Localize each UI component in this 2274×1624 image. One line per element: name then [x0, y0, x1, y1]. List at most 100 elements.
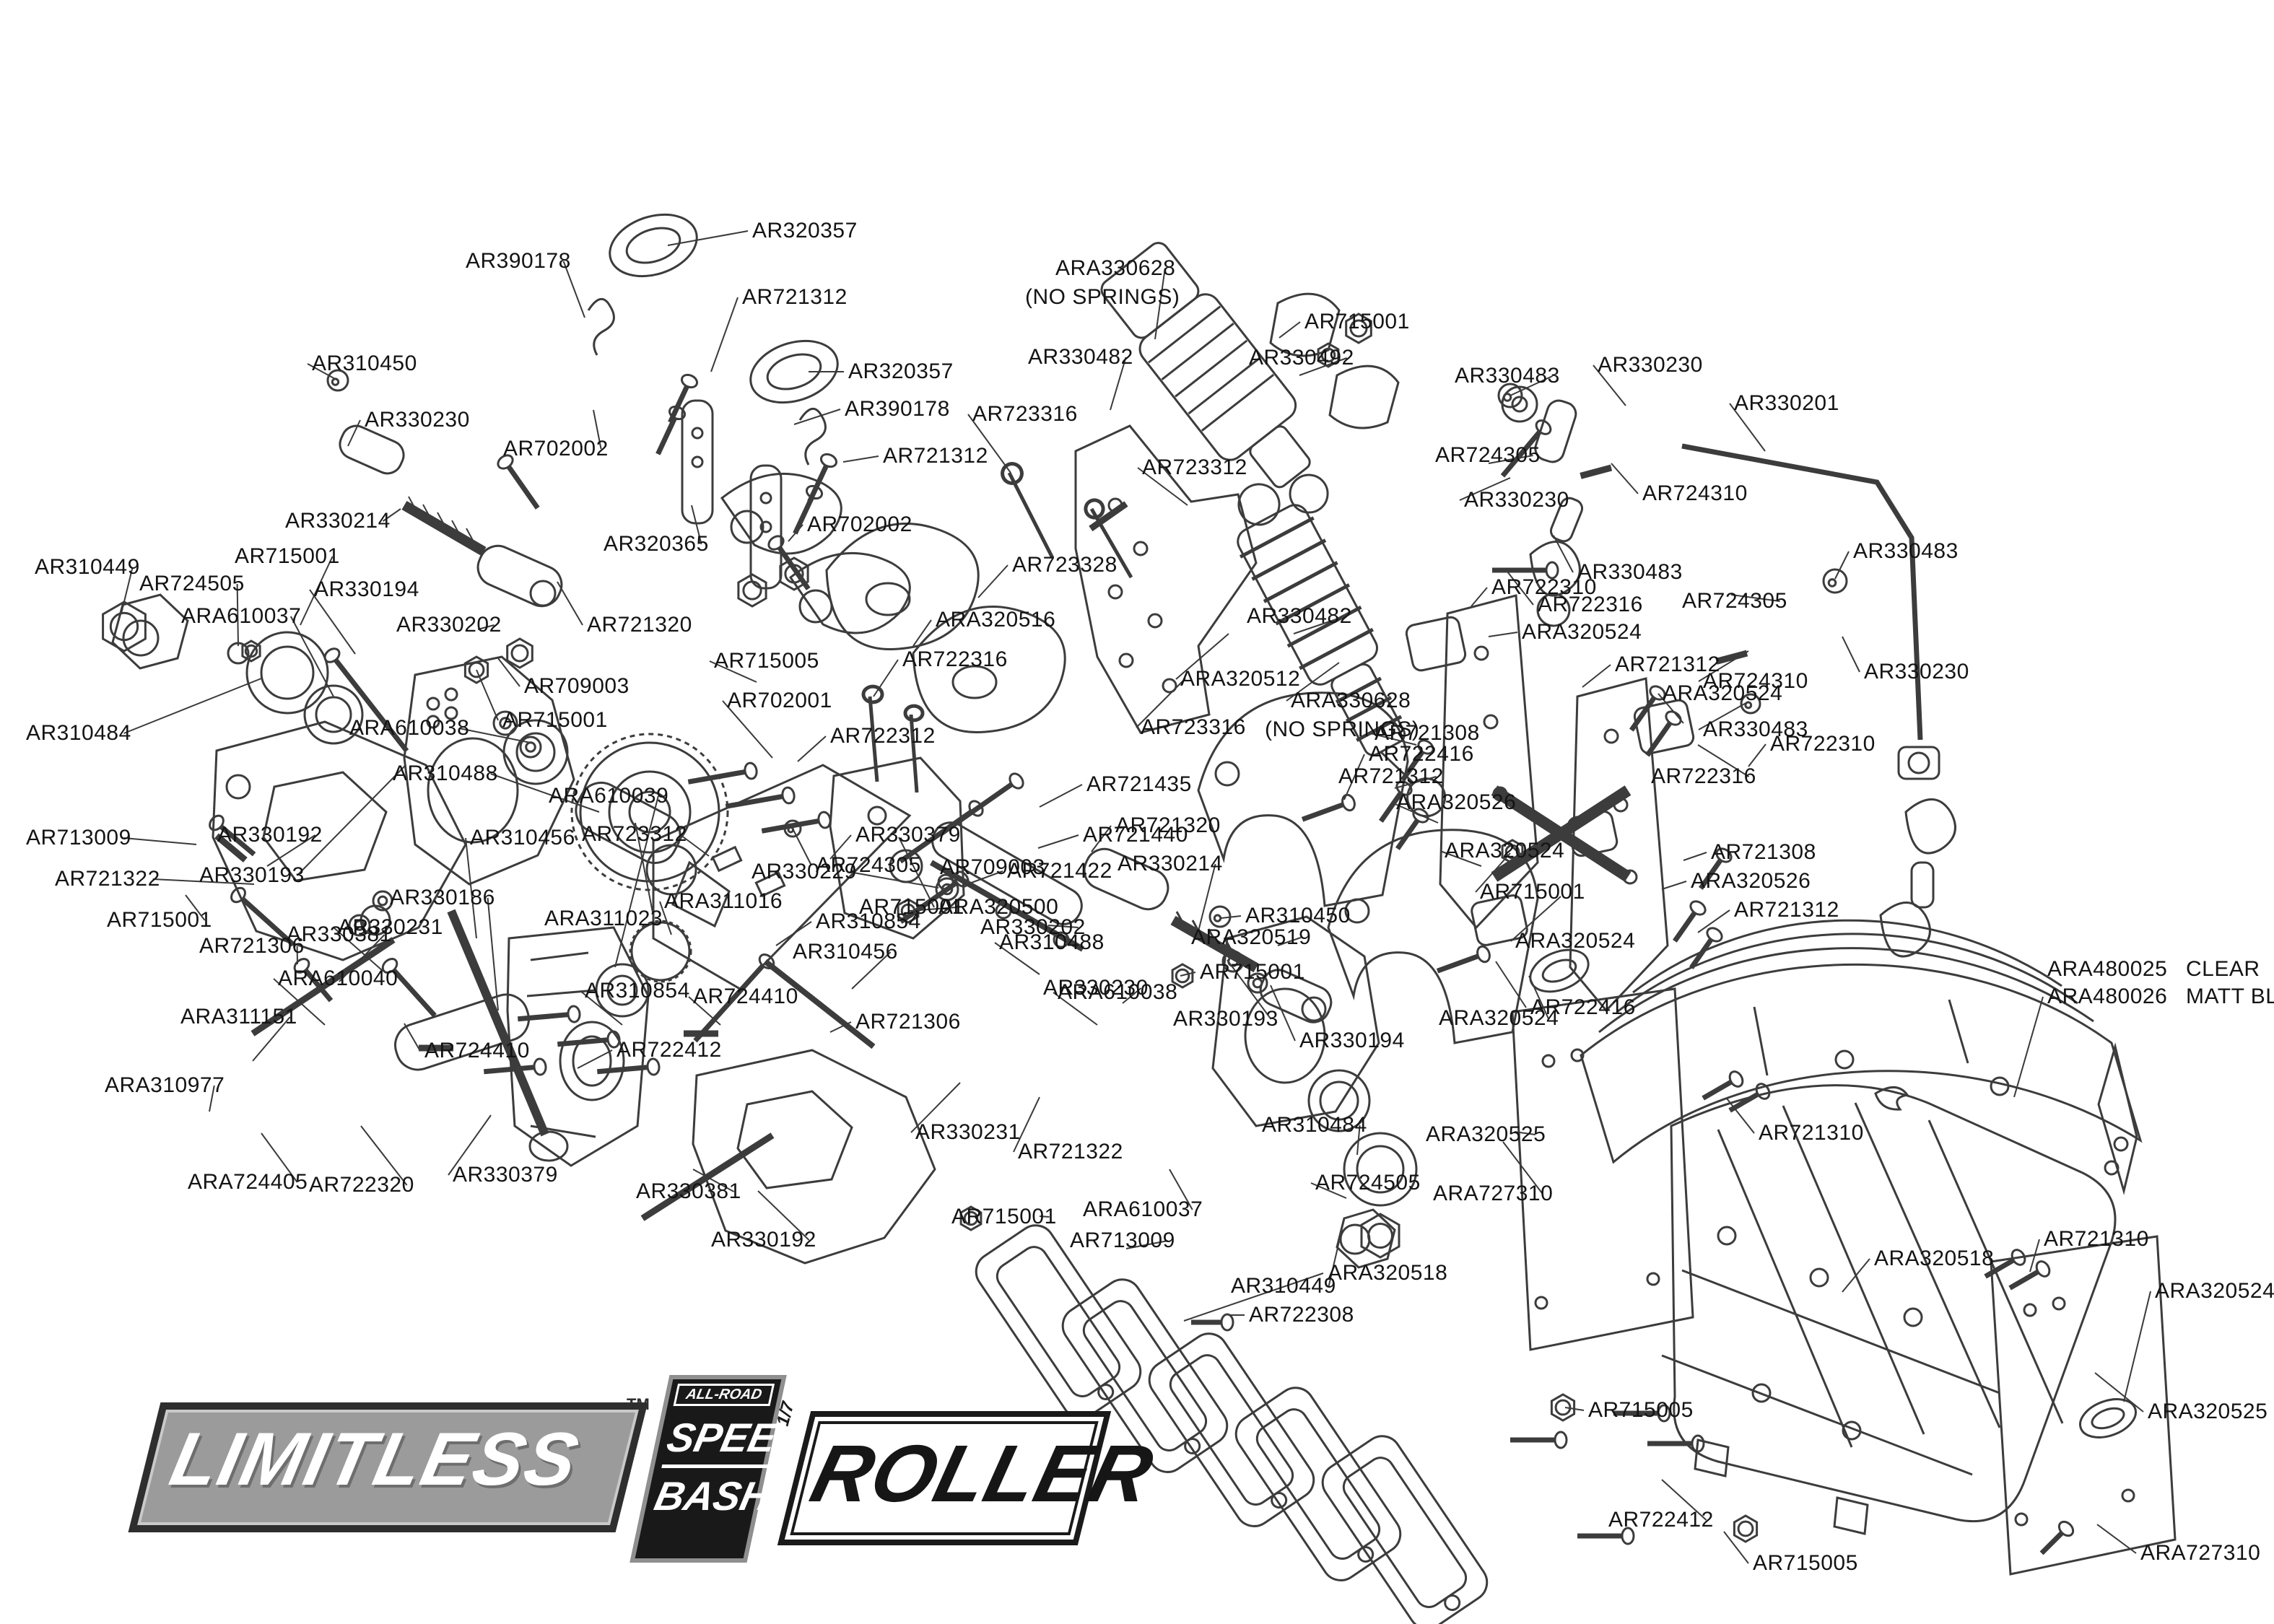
- ball-hole-glyph: [1744, 701, 1753, 710]
- leader-line: [1047, 925, 1079, 928]
- part-label: AR330202: [980, 915, 1086, 939]
- nut-hole-glyph: [1504, 844, 1520, 860]
- part-label: AR310456: [470, 826, 575, 850]
- ball-hole-glyph: [1827, 578, 1837, 588]
- leader-line: [360, 1125, 408, 1186]
- leader-line: [339, 934, 385, 982]
- leader-line: [1037, 834, 1079, 849]
- part-label: ARA610038: [1058, 980, 1178, 1004]
- part-label: ARA610037: [1083, 1197, 1203, 1221]
- part-label: AR721312: [1734, 898, 1839, 922]
- part-label: AR715001: [1200, 960, 1305, 984]
- screw-glyph: [293, 958, 334, 1003]
- leader-line: [2096, 1524, 2137, 1554]
- part-label: AR310484: [1262, 1113, 1367, 1137]
- leader-line: [1053, 992, 1098, 1026]
- leader-line: [1723, 1531, 1749, 1564]
- leader-line: [710, 297, 739, 372]
- screw-glyph: [483, 1057, 547, 1076]
- nut-hole-glyph: [1320, 347, 1336, 363]
- nut-glyph: [1733, 1514, 1759, 1543]
- leader-line: [1039, 784, 1083, 808]
- leader-line: [266, 834, 316, 867]
- leader-line: [347, 419, 361, 447]
- leader-line: [1729, 403, 1766, 452]
- screw-glyph: [2008, 1260, 2051, 1291]
- part-label: AR310488: [999, 930, 1105, 954]
- part-label: ARA320524: [1445, 839, 1565, 863]
- leader-line: [1198, 863, 1216, 932]
- screw-glyph: [1395, 808, 1429, 850]
- nut-glyph: [463, 655, 489, 684]
- nut-hole-glyph: [468, 661, 485, 678]
- screw-glyph: [230, 886, 295, 947]
- part-label: ARA724405: [188, 1170, 308, 1194]
- leader-line: [300, 556, 334, 626]
- part-label: ARA320500: [938, 895, 1059, 919]
- part-label: AR723328: [1012, 553, 1118, 577]
- part-label: AR722310: [1770, 732, 1876, 756]
- part-label: AR724410: [424, 1039, 530, 1062]
- nut-glyph: [1171, 963, 1194, 989]
- leader-line: [1582, 664, 1611, 688]
- leader-line: [1169, 1169, 1193, 1210]
- part-label: AR715001: [502, 708, 608, 732]
- part-label: ARA320525: [1426, 1122, 1546, 1146]
- leader-line: [383, 508, 401, 522]
- leader-line: [1495, 961, 1527, 1008]
- screw-glyph: [596, 1057, 661, 1076]
- part-label: ARA320525: [2148, 1400, 2268, 1423]
- part-label: AR721322: [55, 867, 160, 891]
- leader-line: [1270, 985, 1296, 1042]
- part-label: AR702002: [807, 512, 912, 536]
- part-label: AR310450: [1245, 904, 1351, 927]
- part-label: ARA610038: [349, 716, 470, 740]
- leader-line: [273, 978, 326, 1026]
- part-label: ARA320526: [1396, 790, 1517, 814]
- washer-glyph: [935, 877, 959, 902]
- part-label: ARA320524: [1663, 681, 1783, 705]
- part-label: AR721310: [1759, 1121, 1864, 1145]
- part-label: AR724505: [139, 572, 245, 595]
- part-label: AR330381: [636, 1179, 741, 1203]
- part-label: AR330186: [390, 886, 495, 909]
- washer-glyph: [519, 735, 542, 759]
- leader-line: [1125, 1240, 1168, 1249]
- leader-line: [1343, 754, 1365, 800]
- ball-hole-glyph: [1502, 393, 1512, 402]
- part-label: ARA320524: [1515, 929, 1636, 953]
- part-label: ARA310977: [105, 1073, 225, 1097]
- product-logo: LIMITLESS TM ALL-ROAD SPEED BASH 1/7 ROL…: [128, 1375, 1162, 1563]
- leader-line: [775, 921, 812, 946]
- screw-glyph: [1984, 1249, 2026, 1279]
- part-label: AR722312: [830, 724, 936, 748]
- roller-wordmark: ROLLER: [803, 1428, 1162, 1519]
- part-label: AR320365: [604, 532, 709, 556]
- washer-glyph: [354, 920, 365, 931]
- part-label: AR722316: [1651, 764, 1756, 788]
- part-label: AR310450: [312, 352, 417, 375]
- leader-line: [309, 589, 356, 655]
- part-label: AR715001: [859, 895, 964, 919]
- part-label: ARA311016: [664, 889, 783, 913]
- roller-logo-box: ROLLER: [777, 1411, 1162, 1545]
- leader-line: [1175, 633, 1229, 680]
- leader-line: [1122, 987, 1142, 1004]
- part-label: AR330194: [314, 577, 419, 601]
- leader-line: [1553, 535, 1574, 573]
- part-label: ARA320524: [1439, 1006, 1559, 1030]
- body-mount-grommets-sketch: [587, 213, 839, 466]
- leader-line: [448, 1114, 492, 1176]
- gearbox-diff-sketch: [506, 733, 1084, 1167]
- screw-glyph: [693, 953, 775, 1043]
- leader-line: [562, 261, 585, 318]
- washer-glyph: [1221, 950, 1245, 973]
- part-label: AR722416: [1530, 995, 1636, 1019]
- shock-tower-sketch: [825, 424, 1258, 734]
- leader-line: [1183, 1272, 1324, 1322]
- screw-glyph: [1492, 561, 1559, 580]
- part-label: AR330381: [287, 922, 392, 946]
- part-label: AR330483: [1455, 364, 1560, 388]
- part-label: AR721312: [1338, 764, 1444, 788]
